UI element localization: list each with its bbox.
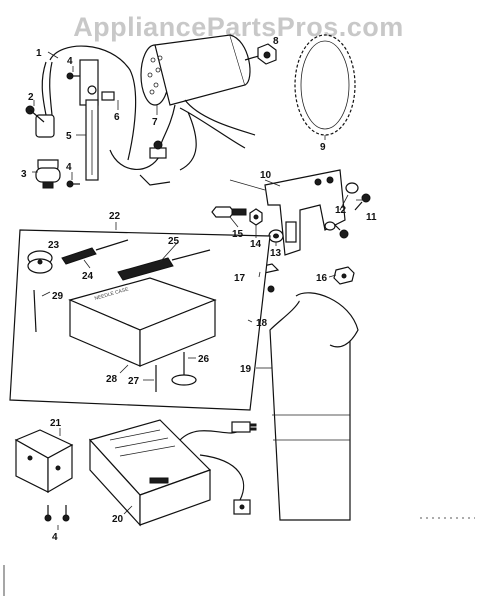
knob-16 — [333, 266, 355, 285]
callout-27: 27 — [128, 376, 140, 387]
callout-15: 15 — [232, 229, 244, 240]
callout-13: 13 — [270, 248, 282, 259]
callouts: 1 2 3 4 4 4 5 6 7 8 9 10 11 12 13 14 15 … — [21, 36, 377, 543]
callout-4b: 4 — [66, 162, 72, 173]
callout-5: 5 — [66, 131, 72, 142]
screw-4-top — [66, 72, 80, 80]
callout-28: 28 — [106, 374, 118, 385]
callout-24: 24 — [82, 271, 94, 282]
callout-2: 2 — [28, 92, 34, 103]
belt — [294, 34, 356, 136]
callout-16: 16 — [316, 273, 328, 284]
callout-19: 19 — [240, 364, 252, 375]
callout-26: 26 — [198, 354, 210, 365]
bulb — [35, 159, 61, 189]
bolt-15 — [211, 206, 247, 218]
callout-11: 11 — [366, 212, 377, 223]
callout-12: 12 — [335, 205, 347, 216]
callout-8: 8 — [273, 36, 279, 47]
motor — [140, 34, 263, 171]
foot-controller-20 — [88, 419, 257, 527]
callout-17: 17 — [234, 273, 246, 284]
callout-20: 20 — [112, 514, 124, 525]
callout-29: 29 — [52, 291, 64, 302]
needle-29 — [33, 289, 37, 333]
callout-4a: 4 — [67, 56, 73, 67]
bobbin-23 — [27, 250, 53, 274]
screwdriver-25 — [117, 249, 211, 281]
terminal-plug — [109, 140, 171, 186]
callout-9: 9 — [320, 142, 326, 153]
callout-22: 22 — [109, 211, 121, 222]
callout-18: 18 — [256, 318, 268, 329]
callout-3: 3 — [21, 169, 27, 180]
bulb-socket-assembly — [35, 45, 137, 181]
pulley-8 — [257, 43, 277, 65]
cover-19 — [269, 292, 359, 521]
callout-25: 25 — [168, 236, 180, 247]
screwdriver-24 — [61, 239, 129, 265]
callout-21: 21 — [50, 418, 62, 429]
screw-4-mid — [66, 180, 80, 188]
callout-23: 23 — [48, 240, 60, 251]
callout-14: 14 — [250, 239, 262, 250]
washer-12 — [324, 182, 359, 231]
spool-pin-26 — [171, 352, 197, 386]
nut-14 — [249, 208, 263, 226]
leader-lines — [32, 51, 364, 530]
callout-4c: 4 — [52, 532, 58, 543]
scan-marks — [3, 517, 475, 596]
watermark: AppliancePartsPros.com — [73, 12, 404, 42]
callout-10: 10 — [260, 170, 272, 181]
callout-7: 7 — [152, 117, 158, 128]
bracket-21 — [14, 429, 74, 522]
needle-case-28: NEEDLE CASE — [68, 277, 217, 367]
callout-1: 1 — [36, 48, 42, 59]
screw-2 — [25, 105, 45, 123]
accessories-box: NEEDLE CASE — [9, 229, 271, 411]
washer-13 — [268, 229, 284, 243]
callout-6: 6 — [114, 112, 120, 123]
